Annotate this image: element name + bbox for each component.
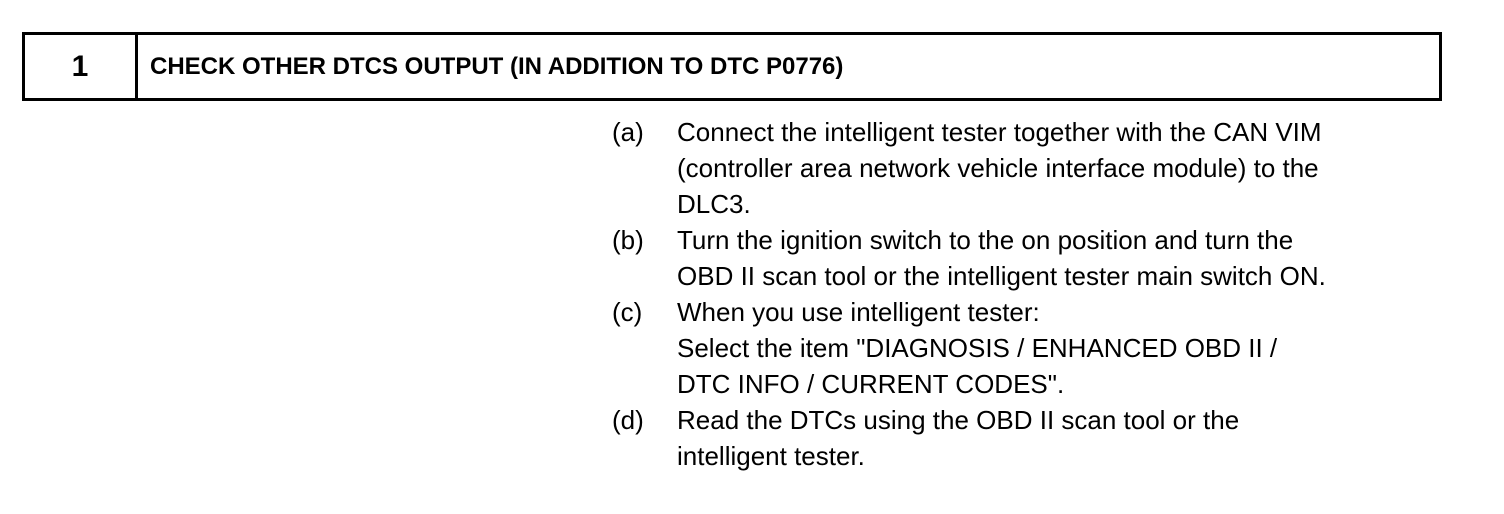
item-line: Read the DTCs using the OBD II scan tool… (677, 405, 1240, 435)
item-marker: (d) (612, 405, 644, 435)
instruction-item-a: (a) Connect the intelligent tester toget… (612, 114, 1492, 222)
step-header: 1 CHECK OTHER DTCS OUTPUT (IN ADDITION T… (22, 32, 1442, 101)
instruction-list: (a) Connect the intelligent tester toget… (612, 114, 1492, 474)
item-line: Select the item "DIAGNOSIS / ENHANCED OB… (677, 333, 1278, 363)
item-marker: (c) (612, 297, 643, 327)
item-line: intelligent tester. (677, 441, 865, 471)
instruction-item-d: (d) Read the DTCs using the OBD II scan … (612, 402, 1492, 474)
step-title: CHECK OTHER DTCS OUTPUT (IN ADDITION TO … (150, 52, 844, 80)
item-line: Turn the ignition switch to the on posit… (677, 225, 1294, 255)
item-marker: (b) (612, 225, 644, 255)
item-line: When you use intelligent tester: (677, 297, 1040, 327)
item-line: OBD II scan tool or the intelligent test… (677, 261, 1326, 291)
item-marker: (a) (612, 117, 644, 147)
item-text: Turn the ignition switch to the on posit… (677, 222, 1492, 294)
step-number: 1 (25, 35, 138, 98)
item-line: DLC3. (677, 189, 751, 219)
item-text: Read the DTCs using the OBD II scan tool… (677, 402, 1492, 474)
item-text: Connect the intelligent tester together … (677, 114, 1492, 222)
item-line: (controller area network vehicle interfa… (677, 153, 1319, 183)
instruction-item-b: (b) Turn the ignition switch to the on p… (612, 222, 1492, 294)
item-line: Connect the intelligent tester together … (677, 117, 1322, 147)
item-text: When you use intelligent tester: Select … (677, 294, 1492, 402)
instruction-item-c: (c) When you use intelligent tester: Sel… (612, 294, 1492, 402)
item-line: DTC INFO / CURRENT CODES". (677, 369, 1065, 399)
